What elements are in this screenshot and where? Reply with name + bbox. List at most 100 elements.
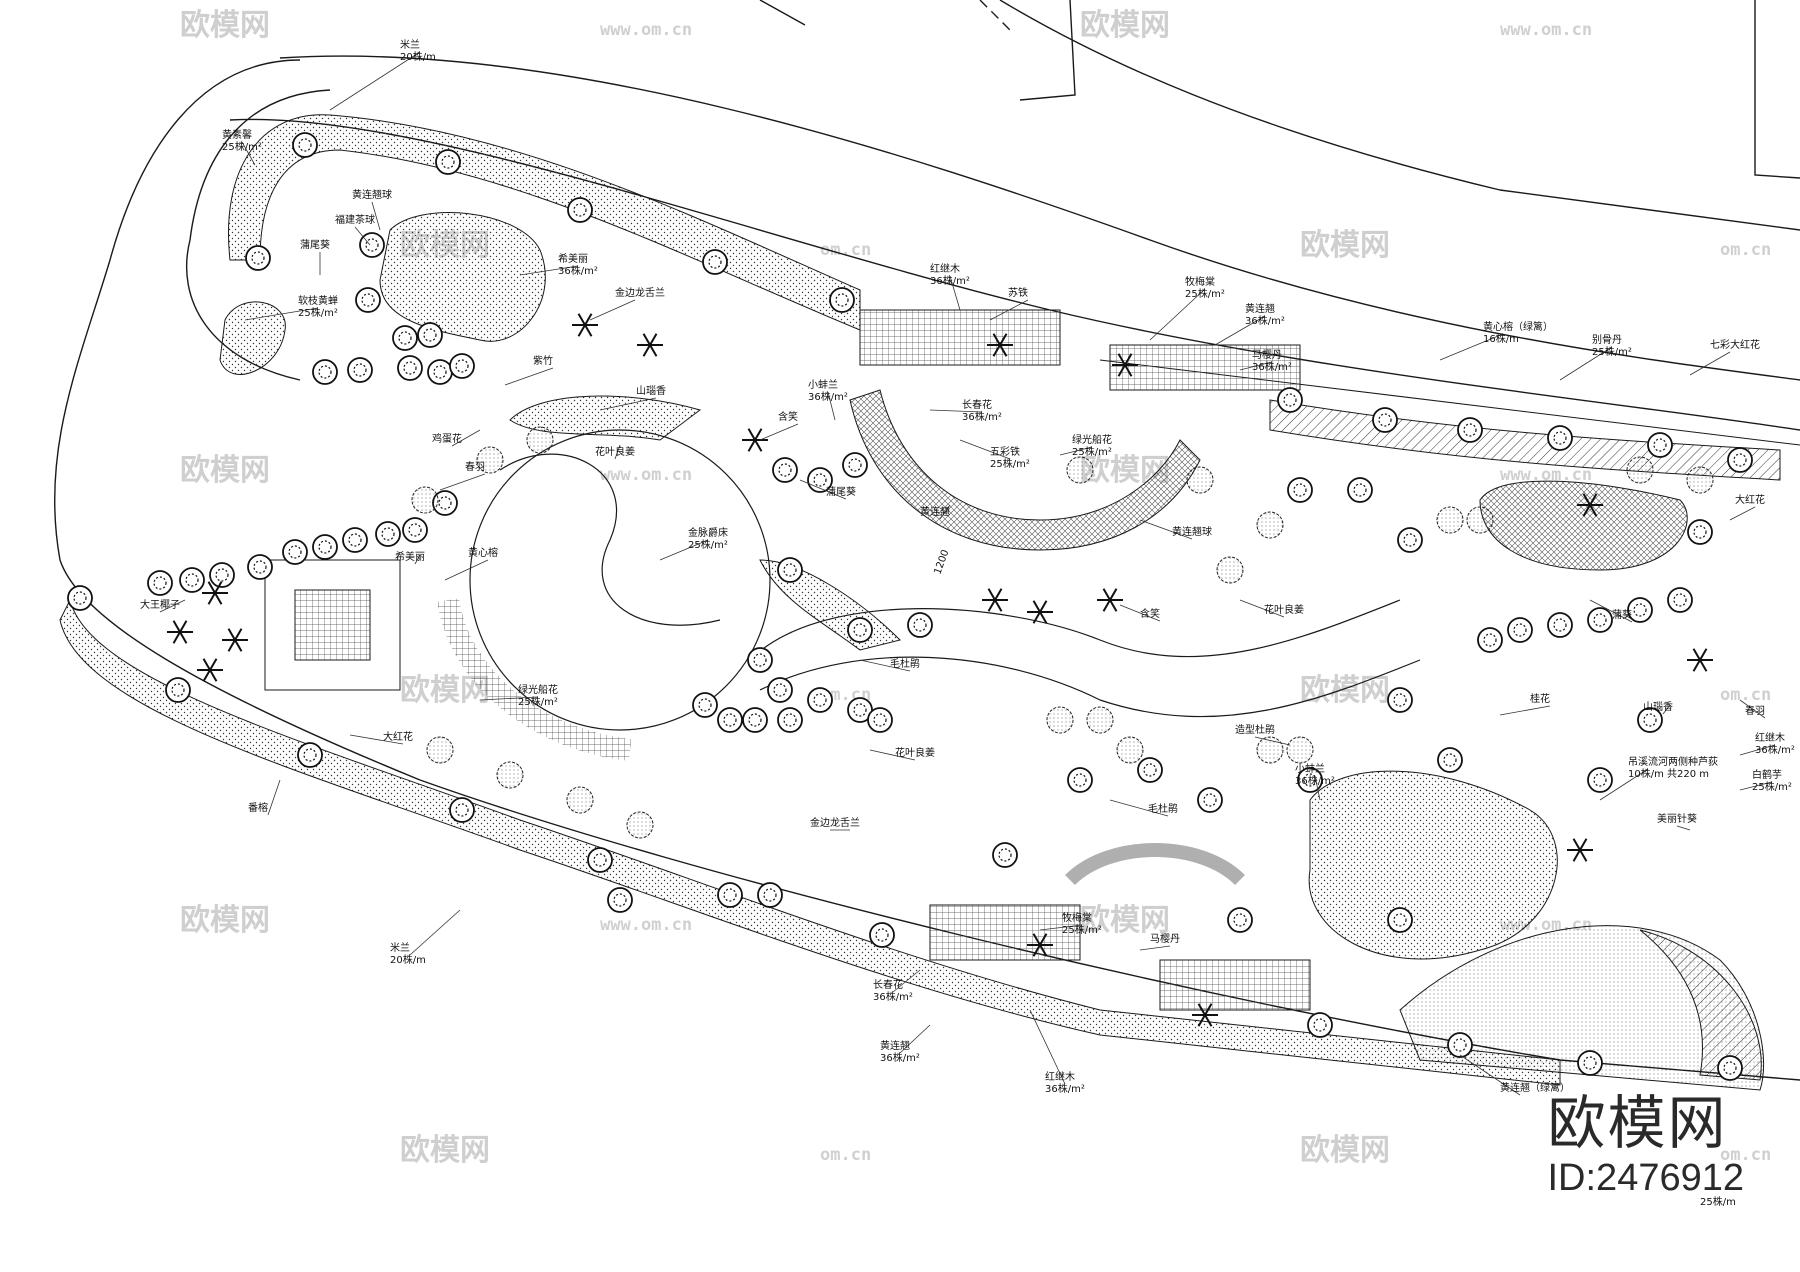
label-line: 36株/m² — [1755, 743, 1795, 756]
label-line: 36株/m² — [873, 990, 913, 1003]
label-huangxin-rong-mid: 黄心榕 — [444, 546, 498, 581]
palm-frond-symbol — [994, 599, 1003, 612]
palm-frond-symbol — [1039, 944, 1048, 957]
leader-line — [1739, 699, 1766, 719]
label-line: 红继木 — [1755, 731, 1785, 744]
tree-symbol — [245, 245, 271, 271]
label-line: 红继木 — [930, 262, 960, 275]
label-line: 牧梅棠 — [1062, 911, 1092, 924]
tree-symbol — [717, 882, 743, 908]
tree-symbol — [1372, 407, 1398, 433]
label-line: 黄连翘 — [920, 505, 950, 518]
palm-frond-symbol — [1692, 659, 1701, 672]
palm-frond-symbol — [1572, 849, 1581, 862]
tree-center-symbol — [1463, 423, 1477, 437]
tree-symbol — [1437, 747, 1463, 773]
label-line: 10株/m 共220 m — [1628, 767, 1709, 780]
tree-center-symbol — [253, 560, 267, 574]
tree-symbol — [1667, 587, 1693, 613]
tree-symbol — [209, 562, 235, 588]
palm-frond-symbol — [1204, 1003, 1213, 1016]
leader-line — [599, 397, 657, 411]
label-line: 福建茶球 — [335, 213, 375, 226]
leader-line — [892, 969, 921, 993]
tree-center-symbol — [1283, 393, 1297, 407]
tree-symbol — [1307, 1012, 1333, 1038]
label-dawang-yezi: 大王椰子 — [140, 598, 186, 613]
palm-frond-symbol — [1582, 493, 1591, 506]
tree-center-symbol — [1593, 613, 1607, 627]
watermark-url: om.cn — [820, 1145, 871, 1165]
label-line: 蒲尾葵 — [300, 238, 330, 251]
leader-line — [1139, 945, 1171, 951]
shrub-symbol — [1686, 466, 1714, 494]
watermark-text: 欧模网 — [1300, 228, 1390, 263]
tree-symbol — [402, 517, 428, 543]
palm-frond-symbol — [1032, 600, 1041, 613]
shrub-symbol — [426, 736, 454, 764]
label-line: 毛杜鹃 — [890, 657, 920, 670]
palm-frond-symbol — [1032, 944, 1041, 957]
tree-center-symbol — [438, 496, 452, 510]
tree-center-symbol — [433, 365, 447, 379]
label-line: 25株/m² — [990, 457, 1030, 470]
palm-frond-symbol — [999, 333, 1008, 346]
tree-symbol — [165, 677, 191, 703]
label-line: 长春花 — [962, 398, 992, 411]
palm-frond-symbol — [1124, 364, 1133, 377]
palm-frond-symbol — [649, 344, 658, 357]
palm-frond-symbol — [642, 333, 651, 346]
label-line: 绿光船花 — [518, 683, 558, 696]
label-dimension: 1200 — [932, 548, 951, 576]
tree-symbol — [282, 539, 308, 565]
plant-labels: 米兰20株/m黄素馨25株/m²黄连翘球福建茶球蒲尾葵希美丽36株/m²软枝黄蝉… — [140, 38, 1795, 1208]
palm-frond-symbol — [1102, 588, 1111, 601]
shrub-symbol — [1626, 456, 1654, 484]
palm-frond-symbol — [1197, 1003, 1206, 1016]
leader-line — [1459, 1054, 1521, 1096]
leader-line — [329, 51, 421, 111]
tree-symbol — [359, 232, 385, 258]
watermark-url: www.om.cn — [1500, 20, 1592, 40]
tree-center-symbol — [783, 563, 797, 577]
label-line: 牧梅棠 — [1185, 275, 1215, 288]
tree-symbol — [1547, 425, 1573, 451]
leader-line — [759, 423, 799, 441]
watermark-url: om.cn — [1720, 685, 1771, 705]
palm-frond-symbol — [1032, 611, 1041, 624]
label-line: 花叶良姜 — [895, 746, 935, 759]
tree-symbol — [247, 554, 273, 580]
shrub-symbol — [1466, 506, 1494, 534]
label-huaye-liangjiang-lower: 花叶良姜 — [869, 746, 935, 761]
tree-center-symbol — [813, 473, 827, 487]
label-line: 36株/m² — [1045, 1082, 1085, 1095]
leader-line — [241, 141, 256, 166]
label-line: 造型杜鹃 — [1235, 723, 1275, 736]
watermark-url: www.om.cn — [1500, 465, 1592, 485]
label-line: 25株/m² — [222, 140, 262, 153]
label-line: 36株/m² — [930, 274, 970, 287]
leader-line — [439, 473, 486, 491]
leader-line — [989, 299, 1029, 321]
leader-line — [349, 734, 404, 745]
tree-symbol — [347, 357, 373, 383]
tree-center-symbol — [1313, 1018, 1327, 1032]
label-line: 吊溪流河两侧种芦荻 — [1628, 755, 1718, 768]
square-pavilion — [264, 559, 401, 691]
tree-center-symbol — [455, 359, 469, 373]
label-line: 山瑙香 — [1643, 701, 1673, 713]
plant-symbols — [67, 132, 1753, 1081]
leader-line — [1499, 705, 1551, 716]
palm-frond-symbol — [179, 631, 188, 644]
tree-symbol — [435, 149, 461, 175]
tree-symbol — [1587, 767, 1613, 793]
tree-symbol — [567, 197, 593, 223]
label-gui-hua: 桂花 — [1499, 692, 1551, 716]
shrub-symbol — [526, 426, 554, 454]
tree-center-symbol — [455, 803, 469, 817]
tree-symbol — [1067, 767, 1093, 793]
